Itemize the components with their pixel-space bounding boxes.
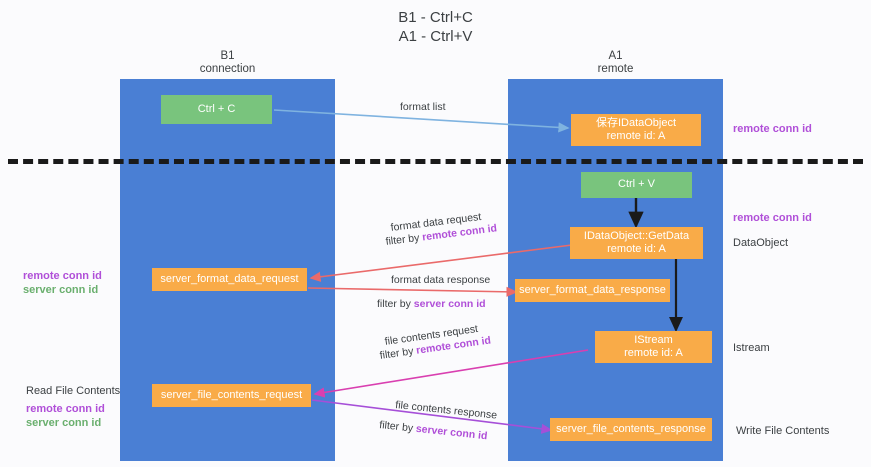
page-title: B1 - Ctrl+C A1 - Ctrl+V [0,8,871,46]
filter-prefix-2: filter by [377,298,414,310]
box-idataobject-getdata[interactable]: IDataObject::GetData remote id: A [570,227,703,259]
box-ctrl-v-label: Ctrl + V [618,178,655,191]
box-ctrl-c-label: Ctrl + C [197,102,236,115]
box-server-format-data-request[interactable]: server_format_data_request [152,268,307,291]
lane-header-b1: B1 connection [120,50,335,76]
annotation-right-remote-conn-id-mid: remote conn id [733,212,812,224]
edge-label-format-data-response-filter: filter by server conn id [377,298,486,311]
box-istream[interactable]: IStream remote id: A [595,331,712,363]
title-line-2: A1 - Ctrl+V [398,28,473,45]
box-server-file-contents-response[interactable]: server_file_contents_response [550,418,712,441]
annotation-left-read-file-contents: Read File Contents [26,385,121,397]
annotation-left-remote-conn-id-2: remote conn id [26,403,105,415]
lane-b1-sub: connection [199,63,256,75]
box-idataobject-getdata-line2: remote id: A [607,243,666,255]
box-save-idataobject[interactable]: 保存IDataObject remote id: A [571,114,701,146]
filter-prefix-4: filter by [378,419,417,435]
annotation-left-server-conn-id-1: server conn id [23,284,99,296]
box-server-file-contents-request[interactable]: server_file_contents_request [152,384,311,407]
box-server-file-contents-response-label: server_file_contents_response [556,422,706,435]
box-save-idataobject-line1: 保存IDataObject [595,116,677,129]
lane-b1-name: B1 [220,50,235,62]
title-line-1: B1 - Ctrl+C [398,9,473,26]
filter-key-2: server conn id [413,298,486,310]
box-server-file-contents-request-label: server_file_contents_request [160,388,303,401]
edge-format-data-request [309,244,573,282]
annotation-left-remote-conn-id-1: remote conn id [23,270,102,282]
box-ctrl-c[interactable]: Ctrl + C [161,95,272,124]
annotation-right-remote-conn-id-top: remote conn id [733,123,812,135]
annotation-right-write-file-contents: Write File Contents [736,425,830,437]
box-server-format-data-response-label: server_format_data_response [519,283,666,296]
edge-file-contents-request [313,349,589,398]
box-server-format-data-response[interactable]: server_format_data_response [515,279,670,302]
box-istream-line1: IStream [634,333,673,346]
edge-label-format-list: format list [400,101,446,113]
annotation-right-dataobject: DataObject [733,237,789,249]
lane-a1-name: A1 [608,50,623,62]
edge-file-contents-response [311,399,553,434]
box-istream-line2: remote id: A [624,347,683,359]
box-save-idataobject-line2: remote id: A [606,130,666,142]
phase-divider [8,159,863,164]
box-ctrl-v[interactable]: Ctrl + V [581,172,692,198]
box-idataobject-getdata-line1: IDataObject::GetData [583,229,690,242]
box-server-format-data-request-label: server_format_data_request [160,272,299,285]
edge-label-format-data-response: format data response [391,274,491,286]
edge-format-data-response [307,286,518,297]
annotation-right-istream: Istream [733,342,770,354]
edge-format-list [273,109,570,133]
lane-header-a1: A1 remote [508,50,723,76]
annotation-left-server-conn-id-2: server conn id [26,417,102,429]
lane-a1-sub: remote [597,63,634,75]
